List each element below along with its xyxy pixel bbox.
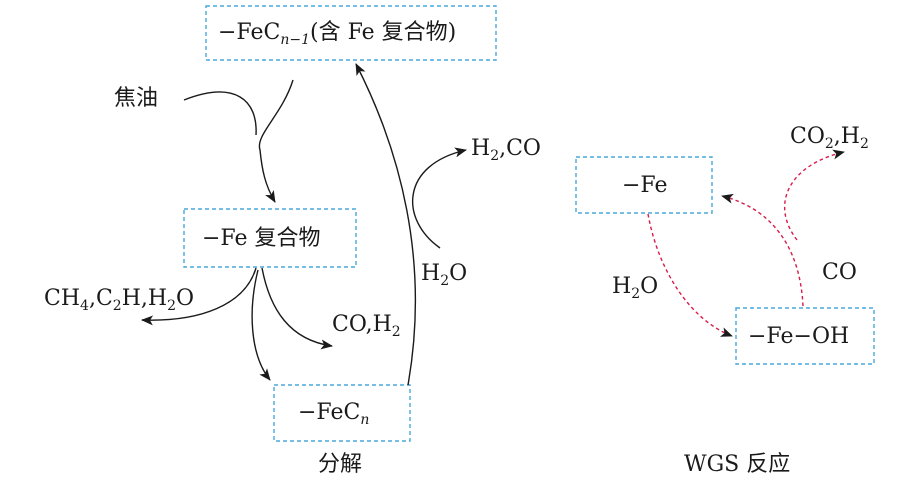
label-co2-h2: CO2,H2 — [790, 124, 869, 152]
label-co: CO — [822, 260, 857, 285]
arrow-to-co-h2 — [261, 267, 333, 350]
arrow-to-co2-h2 — [783, 149, 845, 241]
label-fecn-1-complex: −FeCn−1(含 Fe 复合物) — [218, 20, 457, 48]
label-fe-complex: −Fe 复合物 — [202, 226, 321, 251]
label-fecn: −FeCn — [298, 400, 370, 428]
arrow-to-ch4 — [141, 267, 257, 326]
label-h2o-wgs: H2O — [612, 274, 659, 302]
box-fecn-1-complex — [205, 5, 497, 61]
label-fe-oh: −Fe−OH — [748, 324, 850, 349]
box-fe — [575, 156, 713, 214]
box-fe-complex — [183, 208, 357, 268]
label-fe: −Fe — [622, 173, 668, 198]
arrow-fecn-to-top — [355, 63, 417, 386]
label-co-h2: CO,H2 — [332, 312, 401, 340]
arrow-feoh-to-fe — [721, 193, 804, 307]
arrow-fe-to-feoh — [647, 213, 733, 337]
arrow-top-to-mid — [258, 79, 294, 203]
box-fe-oh — [735, 307, 875, 365]
label-tar: 焦油 — [114, 86, 159, 111]
label-h2-co: H2,CO — [471, 136, 541, 164]
arrow-to-fecn — [251, 269, 271, 381]
label-h2o-decomp: H2O — [421, 261, 468, 289]
box-fecn — [273, 384, 411, 442]
arrow-tar-in — [183, 91, 257, 136]
caption-wgs: WGS 反应 — [684, 452, 791, 477]
arrow-to-h2-co — [411, 147, 467, 249]
label-ch4-c2h-h2o: CH4,C2H,H2O — [44, 286, 195, 314]
caption-decomposition: 分解 — [318, 452, 363, 477]
